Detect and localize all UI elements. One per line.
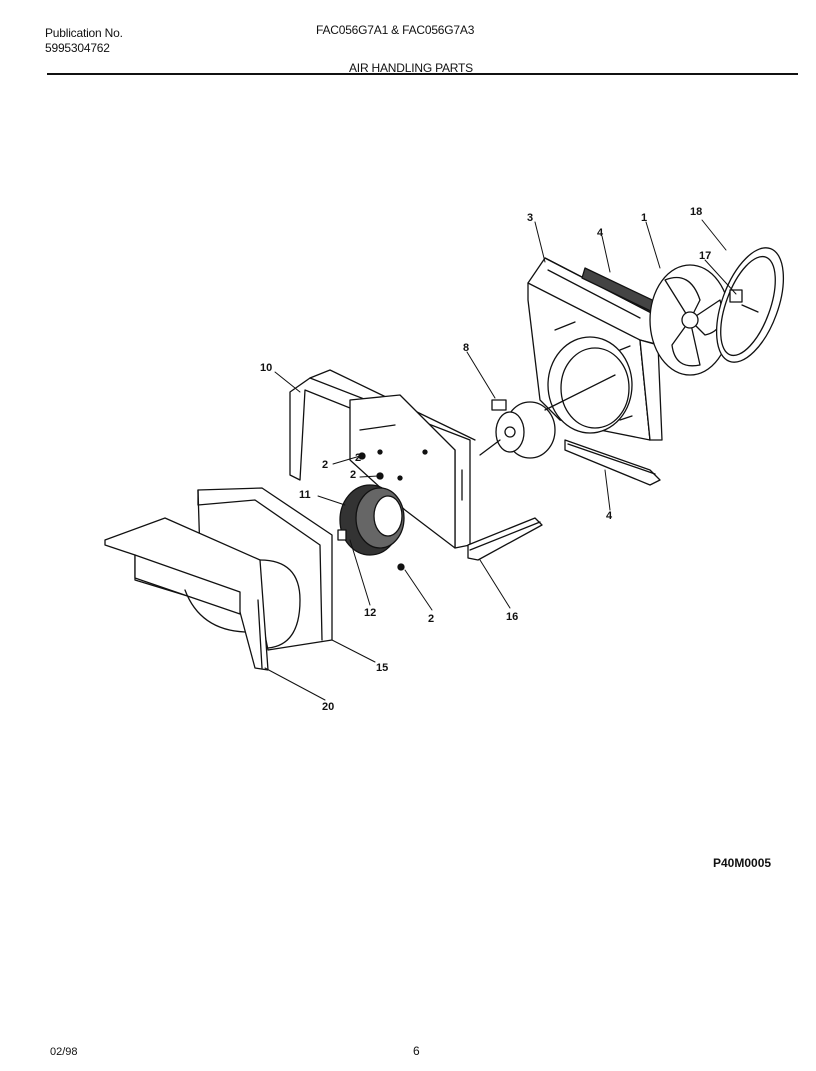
footer-date: 02/98 — [50, 1046, 78, 1058]
callout-12: 12 — [364, 607, 376, 619]
front-grille-frame-part — [104, 517, 269, 671]
callout-2b: 2 — [350, 469, 356, 481]
header-rule — [47, 73, 798, 75]
callout-3: 3 — [527, 212, 533, 224]
callout-16: 16 — [506, 611, 518, 623]
callout-17: 17 — [699, 250, 711, 262]
callout-2c: 2 — [355, 452, 361, 464]
model-numbers: FAC056G7A1 & FAC056G7A3 — [316, 23, 475, 37]
page-number: 6 — [413, 1044, 420, 1058]
fan-motor-part — [479, 374, 616, 459]
callout-8: 8 — [463, 342, 469, 354]
scroll-housing-part — [527, 257, 666, 441]
callout-2a: 2 — [322, 459, 328, 471]
shroud-cover-part — [715, 247, 785, 363]
callout-4a: 4 — [597, 227, 604, 239]
callout-4b: 4 — [606, 510, 613, 522]
callout-20: 20 — [322, 701, 334, 713]
figure-code: P40M0005 — [713, 856, 772, 870]
callout-2d: 2 — [428, 613, 434, 625]
publication-label: Publication No. — [45, 26, 123, 40]
callout-11: 11 — [299, 489, 311, 501]
blower-wheel-part — [337, 484, 405, 556]
callout-leaders — [264, 219, 737, 701]
clip-part — [729, 289, 759, 313]
publication-number: 5995304762 — [45, 41, 110, 55]
section-title: AIR HANDLING PARTS — [349, 61, 473, 75]
base-bracket-part — [467, 517, 543, 561]
blower-housing-part — [197, 487, 333, 651]
callout-1: 1 — [641, 212, 647, 224]
callout-10: 10 — [260, 362, 272, 374]
orifice-panel-part — [289, 369, 476, 549]
gasket-strip-bottom — [564, 439, 661, 486]
callout-15: 15 — [376, 662, 388, 674]
callout-labels: 1 2 2 2 2 3 4 4 8 10 11 12 15 16 17 18 2… — [260, 206, 711, 713]
callout-18: 18 — [690, 206, 702, 218]
